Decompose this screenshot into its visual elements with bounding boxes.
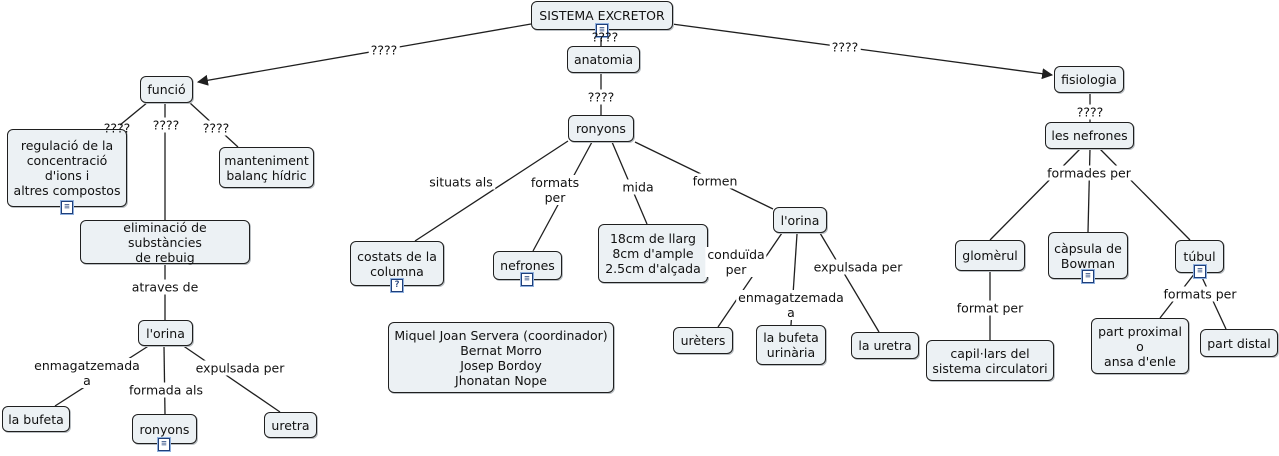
document-icon[interactable] (1193, 264, 1207, 279)
link-label: atraves de (129, 279, 201, 295)
link-label: ???? (1074, 104, 1106, 120)
document-icon[interactable] (1081, 269, 1095, 284)
node-funcio[interactable]: funció (140, 76, 193, 103)
link-label: ???? (150, 117, 182, 133)
node-uretra-left[interactable]: uretra (264, 412, 317, 438)
link-label: expulsada per (811, 259, 905, 275)
link-label: formats per (1161, 286, 1239, 302)
node-orina-left[interactable]: l'orina (138, 320, 193, 346)
document-icon[interactable] (60, 200, 74, 215)
node-regulacio[interactable]: regulació de la concentració d'ions i al… (7, 129, 127, 207)
question-icon[interactable] (390, 278, 404, 293)
node-les-nefrones[interactable]: les nefrones (1045, 122, 1134, 149)
node-part-proximal[interactable]: part proximal o ansa d'enle (1091, 318, 1189, 374)
node-ronyons-mid[interactable]: ronyons (568, 115, 634, 142)
link-label: formada als (126, 382, 206, 398)
link-label: situats als (427, 174, 495, 190)
node-mida[interactable]: 18cm de llarg 8cm d'ample 2.5cm d'alçada (598, 224, 708, 283)
node-uretra-mid[interactable]: la uretra (851, 332, 919, 359)
link-label: formades per (1045, 165, 1133, 181)
link-label: enmagatzemada a (736, 290, 846, 320)
link-label: formen (690, 173, 740, 189)
link-label: formats per (528, 175, 582, 205)
node-glomerul[interactable]: glomèrul (955, 240, 1025, 271)
node-manteniment[interactable]: manteniment balanç hídric (219, 147, 314, 188)
node-orina-mid[interactable]: l'orina (773, 207, 827, 233)
link-label: enmagatzemada a (32, 358, 142, 388)
link-label: ???? (200, 120, 232, 136)
node-ureters[interactable]: urèters (673, 327, 733, 354)
node-bufeta-urinaria[interactable]: la bufeta urinària (756, 325, 826, 365)
document-icon[interactable] (595, 23, 609, 38)
link-label: format per (954, 300, 1026, 316)
link-label: ???? (829, 39, 861, 55)
node-anatomia[interactable]: anatomia (567, 46, 640, 73)
node-fisiologia[interactable]: fisiologia (1054, 66, 1124, 93)
edge-root-fisiologia (671, 23, 1054, 80)
edge-root-funcio (196, 23, 532, 86)
link-label: ???? (368, 42, 400, 58)
link-label: conduïda per (705, 247, 767, 277)
link-label: expulsada per (193, 360, 287, 376)
document-icon[interactable] (157, 437, 171, 452)
link-label: mida (620, 179, 656, 195)
node-eliminacio[interactable]: eliminació de substàncies de rebuig (80, 220, 250, 265)
link-label: ???? (103, 120, 131, 136)
node-nefrones[interactable]: nefrones (493, 251, 562, 280)
node-bufeta-left[interactable]: la bufeta (2, 406, 70, 432)
node-capil-lars[interactable]: capil·lars del sistema circulatori (926, 340, 1054, 381)
link-label: ???? (591, 29, 619, 45)
node-part-distal[interactable]: part distal (1200, 329, 1278, 357)
link-label: ???? (585, 89, 617, 105)
node-authors[interactable]: Miquel Joan Servera (coordinador) Bernat… (388, 322, 614, 393)
document-icon[interactable] (520, 272, 534, 287)
